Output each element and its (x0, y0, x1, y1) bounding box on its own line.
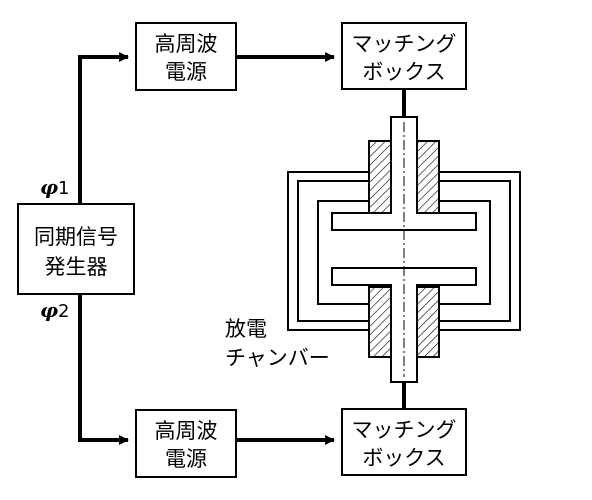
chamber-shield (317, 200, 491, 305)
matching-bottom-line2: ボックス (362, 446, 445, 470)
chamber-label: 放電 チャンバー (225, 317, 330, 370)
rf-power-top-line2: 電源 (165, 60, 207, 84)
sync-generator-line2: 発生器 (45, 255, 108, 279)
insulator-bottom-left (368, 286, 392, 358)
phase2-label: φ 2 (40, 298, 69, 322)
chamber-wall-outer (287, 171, 521, 331)
matching-top-line1: マッチング (352, 32, 457, 56)
rf-power-bottom-box: 高周波 電源 (135, 409, 237, 478)
phase2-index: 2 (58, 301, 69, 322)
chamber-label-line2: チャンバー (225, 346, 330, 370)
rf-power-bottom-line1: 高周波 (155, 419, 218, 443)
matching-box-top: マッチング ボックス (341, 22, 467, 90)
chamber-wall-inner (297, 180, 511, 322)
matching-box-bottom: マッチング ボックス (341, 408, 467, 476)
phase1-label: φ 1 (40, 175, 69, 199)
phase2-symbol: φ (40, 298, 58, 322)
phase1-index: 1 (58, 178, 69, 199)
rf-power-bottom-line2: 電源 (165, 447, 207, 471)
phase2-line (78, 294, 129, 445)
discharge-chamber (287, 116, 521, 383)
connection-lines (78, 52, 406, 445)
insulator-bottom-right (416, 286, 440, 358)
chamber-label-line1: 放電 (225, 317, 267, 341)
phase1-line (78, 52, 129, 204)
phase1-symbol: φ (40, 175, 58, 199)
sync-generator-box: 同期信号 発生器 (17, 203, 135, 295)
rf-power-top-line1: 高周波 (155, 32, 218, 56)
matching-top-line2: ボックス (362, 60, 445, 84)
matching-bottom-line1: マッチング (352, 418, 457, 442)
electrode-top (331, 116, 477, 231)
insulator-top-left (368, 140, 392, 214)
insulator-top-right (416, 140, 440, 214)
rf-power-top-box: 高周波 電源 (135, 22, 237, 91)
sync-generator-line1: 同期信号 (34, 225, 118, 249)
